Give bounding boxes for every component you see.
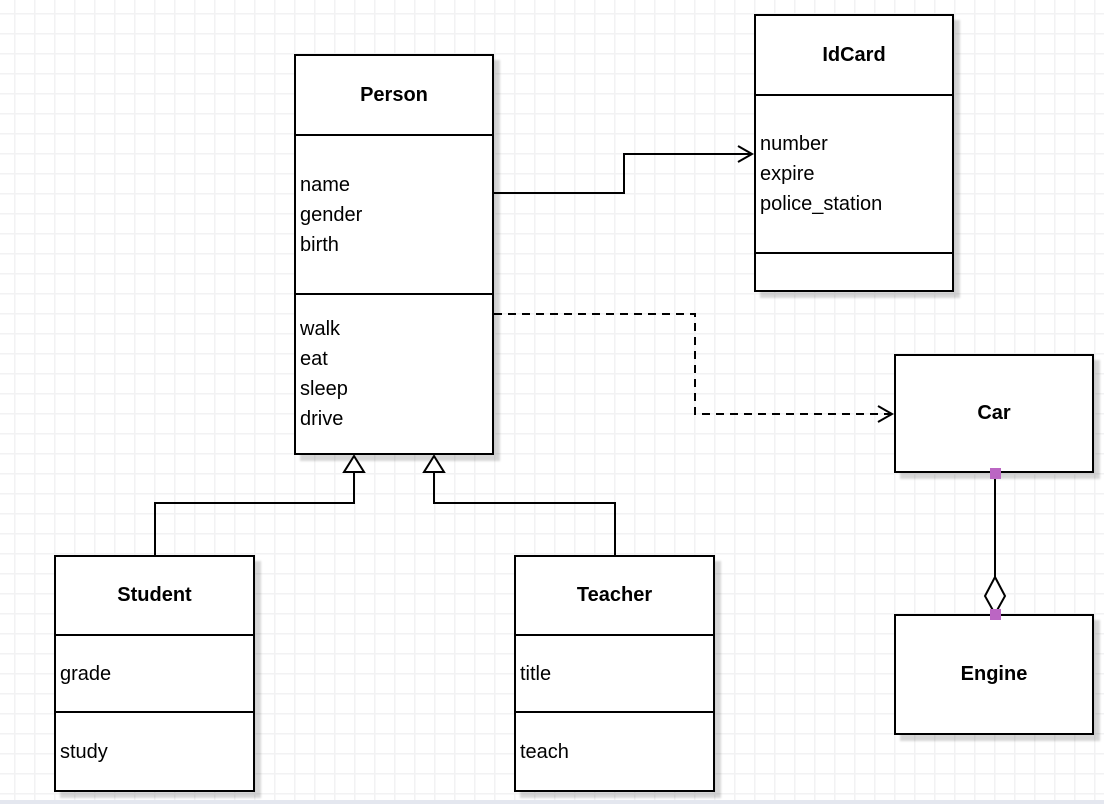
method: sleep <box>300 378 348 400</box>
edge-line <box>494 153 752 194</box>
attribute: police_station <box>760 193 883 215</box>
method: study <box>60 740 108 763</box>
edge-line <box>154 471 355 555</box>
class-engine-title: Engine <box>960 663 1028 685</box>
hollow-diamond-icon <box>983 574 1007 617</box>
class-person[interactable]: Person name gender birth walk eat sleep … <box>294 54 494 455</box>
class-idcard-attributes: number expire police_station <box>756 94 952 252</box>
edge-line <box>433 471 616 555</box>
method: eat <box>300 348 328 370</box>
class-idcard-title: IdCard <box>822 43 886 66</box>
edge-person-idcard[interactable] <box>494 145 755 194</box>
class-person-attributes: name gender birth <box>296 134 492 293</box>
class-person-title: Person <box>360 83 428 106</box>
class-engine[interactable]: Engine <box>894 614 1094 735</box>
class-teacher-attributes: title <box>516 634 713 711</box>
class-idcard[interactable]: IdCard number expire police_station <box>754 14 954 292</box>
class-idcard-methods <box>756 252 952 290</box>
edge-line <box>494 313 890 415</box>
edge-teacher-person[interactable] <box>422 454 616 555</box>
class-student-title: Student <box>117 584 192 606</box>
edge-car-engine[interactable] <box>983 468 1007 620</box>
attribute: number <box>760 133 828 155</box>
hollow-triangle-icon <box>422 454 446 473</box>
edge-person-car[interactable] <box>494 313 895 423</box>
method: drive <box>300 408 344 430</box>
class-teacher[interactable]: Teacher title teach <box>514 555 715 792</box>
attribute: title <box>520 662 552 685</box>
attribute: expire <box>760 163 815 185</box>
page-bottom-edge <box>0 800 1104 804</box>
class-person-methods: walk eat sleep drive <box>296 293 492 453</box>
open-arrowhead-icon <box>737 145 755 163</box>
class-teacher-title: Teacher <box>576 584 653 606</box>
class-student-methods: study <box>56 711 253 790</box>
attribute: birth <box>300 233 339 256</box>
hollow-triangle-icon <box>342 454 366 473</box>
method: walk <box>300 318 341 340</box>
class-car-title: Car <box>977 402 1011 424</box>
class-student[interactable]: Student grade study <box>54 555 255 792</box>
open-arrowhead-icon <box>877 405 895 423</box>
class-teacher-methods: teach <box>516 711 713 790</box>
method: teach <box>520 740 569 763</box>
attribute: grade <box>60 662 112 685</box>
class-car[interactable]: Car <box>894 354 1094 473</box>
attribute: name <box>300 173 351 196</box>
attribute: gender <box>300 203 363 226</box>
class-student-attributes: grade <box>56 634 253 711</box>
edge-student-person[interactable] <box>154 454 366 555</box>
